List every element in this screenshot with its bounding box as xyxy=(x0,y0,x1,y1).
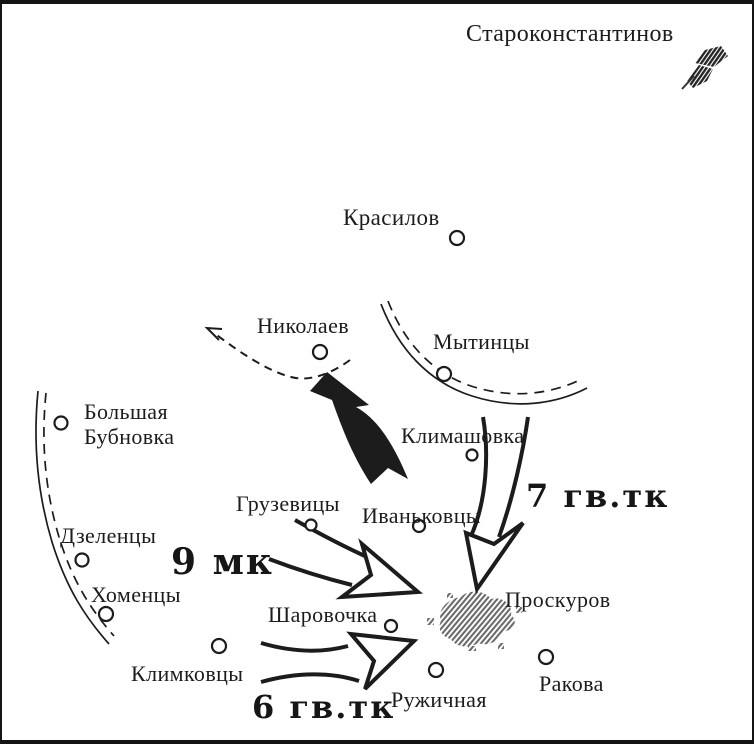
town-marker-mytintsy xyxy=(435,365,453,383)
town-label-sharovochka: Шаровочка xyxy=(268,602,378,627)
city-area-starokonstantinov-icon xyxy=(681,46,728,90)
town-marker-rakova xyxy=(537,648,555,666)
town-marker-bolshaya-bubnovka xyxy=(53,415,69,431)
retreat-arrow xyxy=(204,326,351,380)
front-line-left xyxy=(35,390,115,645)
town-marker-khomentsy xyxy=(97,605,115,623)
town-label-bolshaya-bubnovka: Большая Бубновка xyxy=(84,399,175,450)
town-label-klimashovka: Климашовка xyxy=(401,423,525,448)
unit-label-7gvtk: 7 гв.тк xyxy=(526,477,670,515)
town-marker-klimashovka xyxy=(465,448,479,462)
town-label-ruzhichnaya: Ружичная xyxy=(391,687,487,712)
unit-label-6gvtk: 6 гв.тк xyxy=(252,688,396,726)
town-label-mytintsy: Мытинцы xyxy=(433,329,530,354)
town-label-khomentsy: Хоменцы xyxy=(91,582,181,607)
arrow-6gvtk xyxy=(260,631,419,691)
town-label-dzelentsy: Дзеленцы xyxy=(60,523,157,548)
town-marker-klimkovtsy xyxy=(210,637,228,655)
town-marker-sharovochka xyxy=(383,618,399,634)
arrow-7gvtk xyxy=(463,416,530,595)
black-attack-arrow xyxy=(310,372,408,484)
town-marker-nikolaev xyxy=(311,343,329,361)
town-marker-ruzhichnaya xyxy=(427,661,445,679)
city-area-proskurov-icon xyxy=(427,591,522,651)
town-label-starokonstantinov: Староконстантинов xyxy=(466,21,674,47)
town-marker-ivankovtsy xyxy=(411,518,427,534)
town-label-nikolaev: Николаев xyxy=(257,313,350,338)
town-label-ivankovtsy: Иваньковцы xyxy=(362,503,482,528)
unit-label-9mk: 9 мк xyxy=(171,541,274,583)
arrow-9mk xyxy=(268,518,424,600)
town-label-proskurov: Проскуров xyxy=(505,587,611,612)
town-marker-gruzevitsy xyxy=(304,518,318,532)
front-line-right xyxy=(380,300,588,405)
town-markers xyxy=(53,229,555,679)
town-marker-dzelentsy xyxy=(74,552,90,568)
town-label-gruzevitsy: Грузевицы xyxy=(236,491,340,516)
town-label-krasilov: Красилов xyxy=(343,205,440,230)
town-label-rakova: Ракова xyxy=(539,671,604,696)
town-marker-krasilov xyxy=(448,229,466,247)
town-label-klimkovtsy: Климковцы xyxy=(131,661,244,686)
map-graphics xyxy=(35,46,728,691)
